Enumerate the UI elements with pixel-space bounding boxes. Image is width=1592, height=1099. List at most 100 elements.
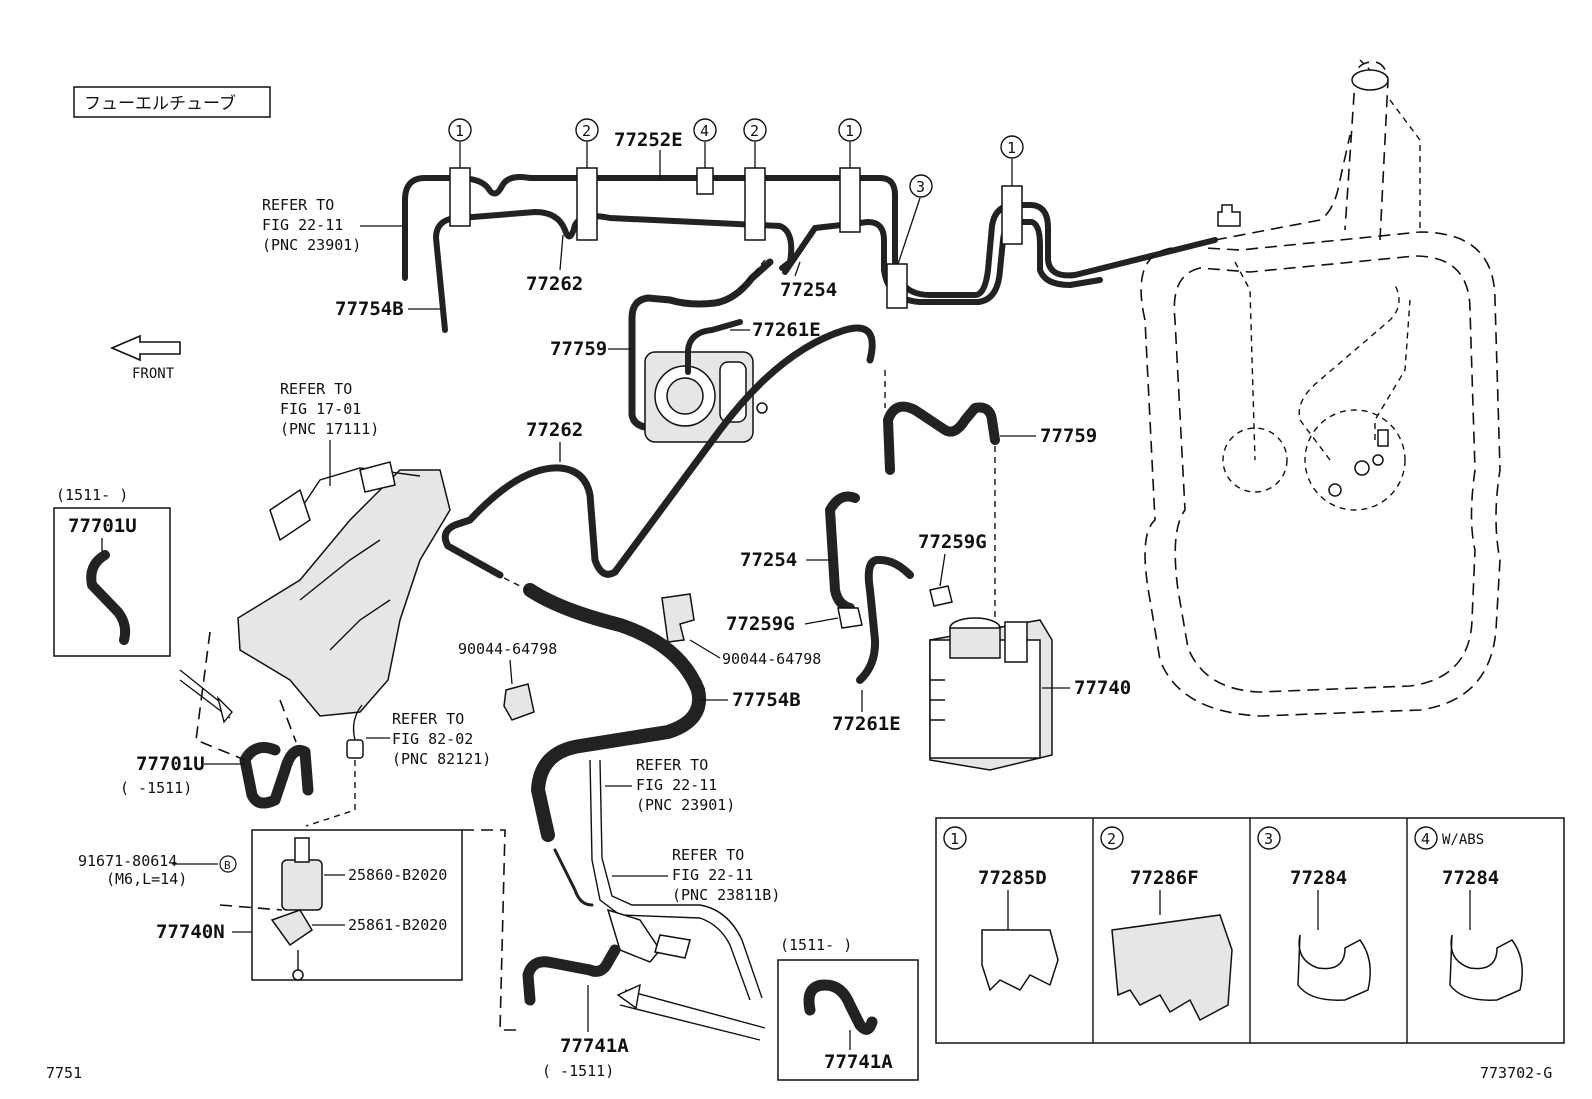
svg-text:FIG 17-01: FIG 17-01 [280,400,361,418]
ref-22-11-mid: REFER TO FIG 22-11 (PNC 23901) [605,756,735,814]
hose-77754B-main [503,577,707,907]
legend-cell-1: 1 77285D [943,826,1059,992]
clamp-4 [696,167,714,195]
legend-cell-3: 3 77284 [1257,826,1371,1001]
part-77262-mid: 77262 [526,419,583,441]
front-label: FRONT [132,366,175,382]
svg-text:(PNC 82121): (PNC 82121) [392,750,491,768]
part-77740N: 77740N [156,921,225,943]
part-77741A: 77741A [560,1035,629,1057]
svg-text:(PNC 17111): (PNC 17111) [280,420,379,438]
hose-77759-right [883,370,1000,620]
part-77259G-a: 77259G [918,531,987,553]
clamp-legend-table: 1 77285D 2 77286F 3 77284 4 W/ABS 77284 [935,817,1565,1044]
part-77740: 77740 [1074,677,1131,699]
vsv-assembly-box [219,829,520,1031]
part-90044-b: 90044-64798 [722,650,821,668]
ref-22-11-top: REFER TO FIG 22-11 (PNC 23901) [262,196,403,254]
clamp-2a [576,167,598,241]
clamp-1b [839,167,861,233]
svg-text:3: 3 [1264,830,1273,848]
hose-77741A [522,944,766,1041]
title-box: フューエルチューブ [73,86,271,118]
svg-text:REFER TO: REFER TO [672,846,744,864]
svg-text:FIG 22-11: FIG 22-11 [672,866,753,884]
top-fuel-tubes: 1 2 4 2 1 3 1 [402,118,1218,333]
svg-text:FIG 82-02: FIG 82-02 [392,730,473,748]
clamp-1c [1001,185,1023,245]
part-77741A-range: ( -1511) [542,1062,614,1080]
clamp-2b [744,167,766,241]
part-77261E-top: 77261E [752,319,821,341]
svg-text:(PNC 23811B): (PNC 23811B) [672,886,780,904]
part-77252E: 77252E [614,129,683,151]
svg-text:(PNC 23901): (PNC 23901) [262,236,361,254]
svg-text:REFER TO: REFER TO [392,710,464,728]
part-77754B-top: 77754B [335,298,404,320]
part-77262-top: 77262 [526,273,583,295]
clamp-1a [449,167,471,227]
svg-text:1: 1 [950,830,959,848]
svg-text:(PNC 23901): (PNC 23901) [636,796,735,814]
part-25860: 25860-B2020 [348,866,447,884]
footer-left: 7751 [46,1064,82,1082]
inset-77701U: (1511- ) 77701U [53,486,171,657]
charcoal-canister [929,617,1053,771]
svg-text:1: 1 [1007,139,1016,157]
svg-text:REFER TO: REFER TO [262,196,334,214]
part-77254-mid: 77254 [740,549,797,571]
svg-text:77284: 77284 [1290,867,1347,889]
svg-text:77285D: 77285D [978,867,1047,889]
part-77701U: 77701U [136,753,205,775]
front-arrow-icon: FRONT [109,334,181,382]
marker-b-icon: B [172,855,237,873]
part-91671-spec: (M6,L=14) [106,870,187,888]
svg-text:REFER TO: REFER TO [280,380,352,398]
purge-valve [628,258,774,443]
svg-text:77286F: 77286F [1130,867,1199,889]
inset-77741A: (1511- ) 77741A [777,936,919,1081]
svg-text:FIG 22-11: FIG 22-11 [636,776,717,794]
clamp-callouts: 1 2 4 2 1 3 1 [448,118,1024,265]
legend-cell-4: 4 W/ABS 77284 [1414,826,1523,1001]
svg-text:4: 4 [700,122,709,140]
filler-pipe-lower [589,759,763,1001]
part-91671: 91671-80614 [78,852,177,870]
svg-text:FIG 22-11: FIG 22-11 [262,216,343,234]
svg-text:77701U: 77701U [68,515,137,537]
svg-text:1: 1 [455,122,464,140]
part-77259G-b: 77259G [726,613,795,635]
legend-cell-2: 2 77286F [1100,826,1233,1022]
hose-77701U [179,631,314,809]
svg-text:(1511- ): (1511- ) [780,936,852,954]
part-25861: 25861-B2020 [348,916,447,934]
page-title: フューエルチューブ [84,93,236,114]
svg-text:2: 2 [582,122,591,140]
svg-text:77284: 77284 [1442,867,1499,889]
fuel-tank [1140,59,1501,717]
svg-text:W/ABS: W/ABS [1442,832,1484,848]
footer-right: 773702-G [1480,1064,1552,1082]
svg-text:77741A: 77741A [824,1051,893,1073]
hose-77262-mid [441,324,876,579]
intake-manifold [237,461,451,717]
clamp-3 [886,263,908,309]
ref-17-01: REFER TO FIG 17-01 (PNC 17111) [280,380,379,486]
hose-77254-mid [825,491,953,684]
part-77701U-range: ( -1511) [120,779,192,797]
svg-text:(1511- ): (1511- ) [56,486,128,504]
part-77759-right: 77759 [1040,425,1097,447]
part-77754B-mid: 77754B [732,689,801,711]
svg-text:3: 3 [916,178,925,196]
ref-22-11-low: REFER TO FIG 22-11 (PNC 23811B) [612,846,780,904]
svg-text:2: 2 [750,122,759,140]
svg-text:4: 4 [1421,830,1430,848]
svg-text:B: B [224,859,231,872]
part-77261E-mid: 77261E [832,713,901,735]
ref-82-02: REFER TO FIG 82-02 (PNC 82121) [366,710,491,768]
part-77759-left: 77759 [550,338,607,360]
part-77254-top: 77254 [780,279,837,301]
svg-text:2: 2 [1107,830,1116,848]
sensor-82121 [305,704,364,827]
